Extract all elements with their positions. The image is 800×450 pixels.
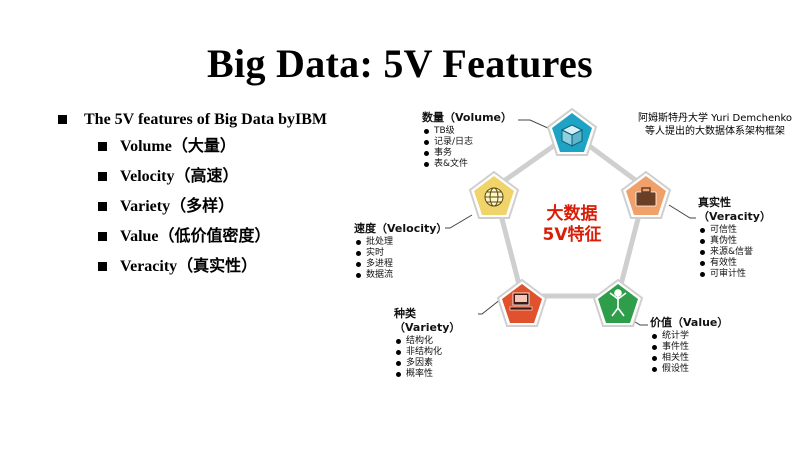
node-variety [496, 278, 548, 327]
square-bullet-icon [98, 262, 107, 271]
ring-connector [491, 129, 649, 299]
list-item: 事务 [422, 148, 512, 159]
label-value-title: 价值（Value） [650, 316, 729, 329]
label-veracity-title-1: 真实性 [698, 196, 731, 209]
square-bullet-icon [98, 172, 107, 181]
list-item: 表&文件 [422, 159, 512, 170]
credit-line2: 等人提出的大数据体系架构框架 [645, 126, 785, 137]
label-variety-list: 结构化 非结构化 多因素 概率性 [394, 336, 460, 380]
label-veracity-list: 可信性 真伪性 来源&信誉 有效性 可审计性 [698, 225, 771, 280]
5v-diagram: 大数据 5V特征 阿姆斯特丹大学 Yuri Demchenko 等人提出的大数据… [350, 100, 800, 390]
list-item: 来源&信誉 [698, 247, 771, 258]
diagram-center-label: 大数据 5V特征 [520, 204, 624, 247]
cube-icon [560, 124, 584, 147]
globe-icon [484, 187, 504, 207]
list-item: 批处理 [354, 237, 447, 248]
label-velocity-list: 批处理 实时 多进程 数据流 [354, 237, 447, 281]
list-item: 事件性 [650, 342, 728, 353]
label-velocity: 速度（Velocity） 批处理 实时 多进程 数据流 [354, 222, 447, 281]
list-item: 有效性 [698, 258, 771, 269]
person-icon [609, 289, 627, 317]
main-bullet: The 5V features of Big Data byIBM [58, 108, 388, 132]
square-bullet-icon [98, 142, 107, 151]
sub-bullet-volume: Volume（大量） [98, 132, 388, 162]
square-bullet-icon [98, 232, 107, 241]
list-item: 记录/日志 [422, 137, 512, 148]
label-veracity-title-2: （Veracity） [698, 209, 771, 223]
briefcase-icon [635, 187, 657, 207]
list-item: 统计学 [650, 331, 728, 342]
main-bullet-text: The 5V features of Big Data byIBM [84, 111, 327, 128]
computer-icon [509, 292, 533, 311]
node-value [592, 278, 644, 327]
list-item: 可信性 [698, 225, 771, 236]
list-item: 非结构化 [394, 347, 460, 358]
list-item: TB级 [422, 126, 512, 137]
center-label-line2: 5V特征 [542, 225, 602, 246]
label-value: 价值（Value） 统计学 事件性 相关性 假设性 [650, 316, 728, 375]
credit-line1: 阿姆斯特丹大学 Yuri Demchenko [637, 113, 793, 124]
node-velocity [468, 170, 520, 219]
diagram-credit: 阿姆斯特丹大学 Yuri Demchenko 等人提出的大数据体系架构框架 [630, 112, 800, 138]
sub-bullet-text: Volume（大量） [120, 138, 236, 155]
list-item: 可审计性 [698, 269, 771, 280]
leader-line-veracity [668, 204, 696, 219]
leader-line-variety [478, 298, 502, 315]
label-volume-list: TB级 记录/日志 事务 表&文件 [422, 126, 512, 170]
label-value-list: 统计学 事件性 相关性 假设性 [650, 331, 728, 375]
list-item: 多因素 [394, 358, 460, 369]
slide-title: Big Data: 5V Features [207, 41, 593, 86]
label-variety-title-1: 种类 [394, 307, 416, 320]
5v-pentagon-graphic [445, 107, 696, 327]
label-volume-title: 数量（Volume） [422, 111, 512, 124]
leader-line-velocity [445, 214, 473, 229]
sub-bullet-veracity: Veracity（真实性） [98, 252, 388, 282]
list-item: 假设性 [650, 364, 728, 375]
list-item: 结构化 [394, 336, 460, 347]
label-variety: 种类 （Variety） 结构化 非结构化 多因素 概率性 [394, 307, 460, 380]
sub-bullet-velocity: Velocity（高速） [98, 162, 388, 192]
leader-line-volume [518, 119, 551, 130]
sub-bullet-variety: Variety（多样） [98, 192, 388, 222]
square-bullet-icon [98, 202, 107, 211]
list-item: 多进程 [354, 259, 447, 270]
list-item: 数据流 [354, 270, 447, 281]
label-variety-title-2: （Variety） [394, 320, 461, 334]
label-veracity: 真实性 （Veracity） 可信性 真伪性 来源&信誉 有效性 可审计性 [698, 196, 771, 280]
list-item: 相关性 [650, 353, 728, 364]
center-label-line1: 大数据 [546, 204, 598, 224]
list-item: 真伪性 [698, 236, 771, 247]
list-item: 实时 [354, 248, 447, 259]
bullet-list: The 5V features of Big Data byIBM Volume… [58, 108, 388, 282]
sub-bullet-text: Variety（多样） [120, 198, 235, 215]
list-item: 概率性 [394, 369, 460, 380]
label-volume: 数量（Volume） TB级 记录/日志 事务 表&文件 [422, 111, 512, 170]
node-veracity [620, 170, 672, 219]
square-bullet-icon [58, 115, 67, 124]
sub-bullet-text: Value（低价值密度） [120, 228, 271, 245]
label-velocity-title: 速度（Velocity） [354, 222, 448, 235]
sub-bullet-text: Veracity（真实性） [120, 258, 258, 275]
node-volume [546, 107, 598, 156]
sub-bullet-text: Velocity（高速） [120, 168, 239, 185]
sub-bullet-value: Value（低价值密度） [98, 222, 388, 252]
